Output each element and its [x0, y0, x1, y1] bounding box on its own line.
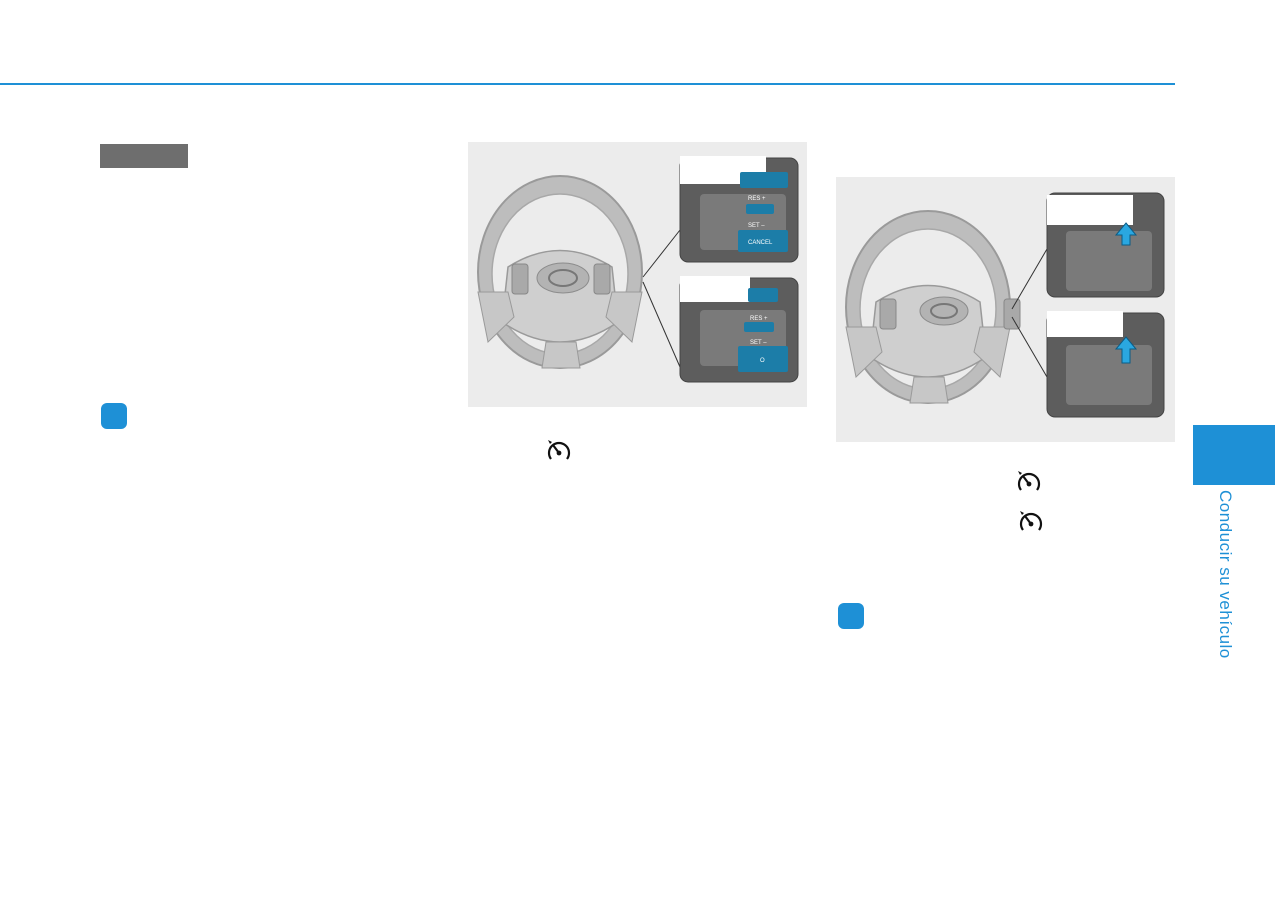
cruise-control-icon — [1019, 511, 1043, 531]
steering-wheel-figure-left: RES + SET – CANCEL RES + SET – O — [468, 142, 807, 407]
zero-button-label: O — [760, 358, 765, 364]
info-note-icon — [101, 403, 127, 429]
header-rule — [0, 83, 1175, 85]
section-label-block — [100, 144, 188, 168]
steering-wheel-figure-right — [836, 177, 1175, 442]
set-button-label-bottom: SET – — [750, 340, 767, 346]
chapter-label: Conducir su vehículo — [1216, 490, 1235, 659]
info-note-icon — [838, 603, 864, 629]
cruise-control-icon — [1017, 471, 1041, 491]
res-button-label-bottom: RES + — [750, 316, 768, 322]
res-button-label-top: RES + — [748, 196, 766, 202]
set-button-label-top: SET – — [748, 223, 765, 229]
cruise-control-icon — [547, 440, 571, 460]
chapter-tab — [1193, 425, 1275, 485]
cancel-button-label: CANCEL — [748, 240, 773, 246]
